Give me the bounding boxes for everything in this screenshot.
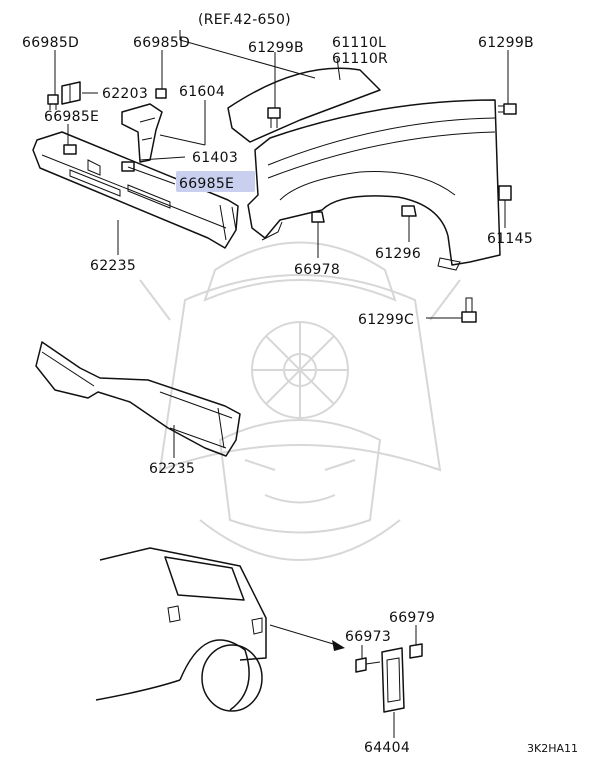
label-66985D-left[interactable]: 66985D	[22, 35, 79, 51]
label-64404[interactable]: 64404	[364, 740, 410, 756]
bumper-end-upper[interactable]	[32, 131, 239, 249]
screw-66973[interactable]	[355, 657, 381, 673]
highlight-box	[176, 171, 255, 192]
label-66985E-top[interactable]: 66985E	[44, 109, 99, 125]
bolt-61299B-right[interactable]	[498, 103, 517, 115]
bolt-61299B-fender[interactable]	[267, 107, 281, 128]
label-66973[interactable]: 66973	[345, 629, 391, 645]
bolt-66985E-upper[interactable]	[63, 144, 77, 155]
reference-label[interactable]: (REF.42-650)	[198, 12, 291, 28]
label-61110L[interactable]: 61110L	[332, 35, 386, 51]
watermark-samurai-logo	[139, 241, 461, 561]
bolt-61299C[interactable]	[461, 297, 477, 323]
detail-arrow	[269, 624, 345, 651]
clip-61145[interactable]	[498, 185, 512, 201]
label-66985D-center[interactable]: 66985D	[133, 35, 190, 51]
label-61403[interactable]: 61403	[192, 150, 238, 166]
nut-66978[interactable]	[311, 211, 325, 223]
nut-66979[interactable]	[409, 643, 423, 659]
label-61145[interactable]: 61145	[487, 231, 533, 247]
part-labels: (REF.42-650) 66985D 66985D 62203 61604 6…	[22, 12, 578, 756]
label-61299C[interactable]: 61299C	[358, 312, 414, 328]
label-62235-lower[interactable]: 62235	[149, 461, 195, 477]
label-61604[interactable]: 61604	[179, 84, 225, 100]
label-66985E-highlighted[interactable]: 66985E	[179, 176, 234, 192]
clip-62203[interactable]	[61, 81, 81, 105]
label-61296[interactable]: 61296	[375, 246, 421, 262]
label-66978[interactable]: 66978	[294, 262, 340, 278]
bolt-66985D-center[interactable]	[155, 88, 167, 99]
bracket-61604[interactable]	[121, 103, 163, 163]
vehicle-rear-outline	[95, 547, 267, 712]
label-61299B-right[interactable]: 61299B	[478, 35, 534, 51]
label-62235-upper[interactable]: 62235	[90, 258, 136, 274]
leader-lines	[54, 30, 509, 738]
front-fender[interactable]	[227, 67, 501, 271]
bolt-66985D-left[interactable]	[47, 94, 59, 110]
label-62203[interactable]: 62203	[102, 86, 148, 102]
label-61110R[interactable]: 61110R	[332, 51, 388, 67]
label-61299B-fender[interactable]: 61299B	[248, 40, 304, 56]
emblem-plate-64404[interactable]	[381, 647, 405, 713]
diagram-code: 3K2HA11	[527, 742, 578, 755]
nut-61296[interactable]	[401, 205, 417, 217]
label-66979[interactable]: 66979	[389, 610, 435, 626]
bumper-end-lower[interactable]	[35, 341, 241, 457]
bolt-66985E-lower[interactable]	[121, 161, 135, 172]
